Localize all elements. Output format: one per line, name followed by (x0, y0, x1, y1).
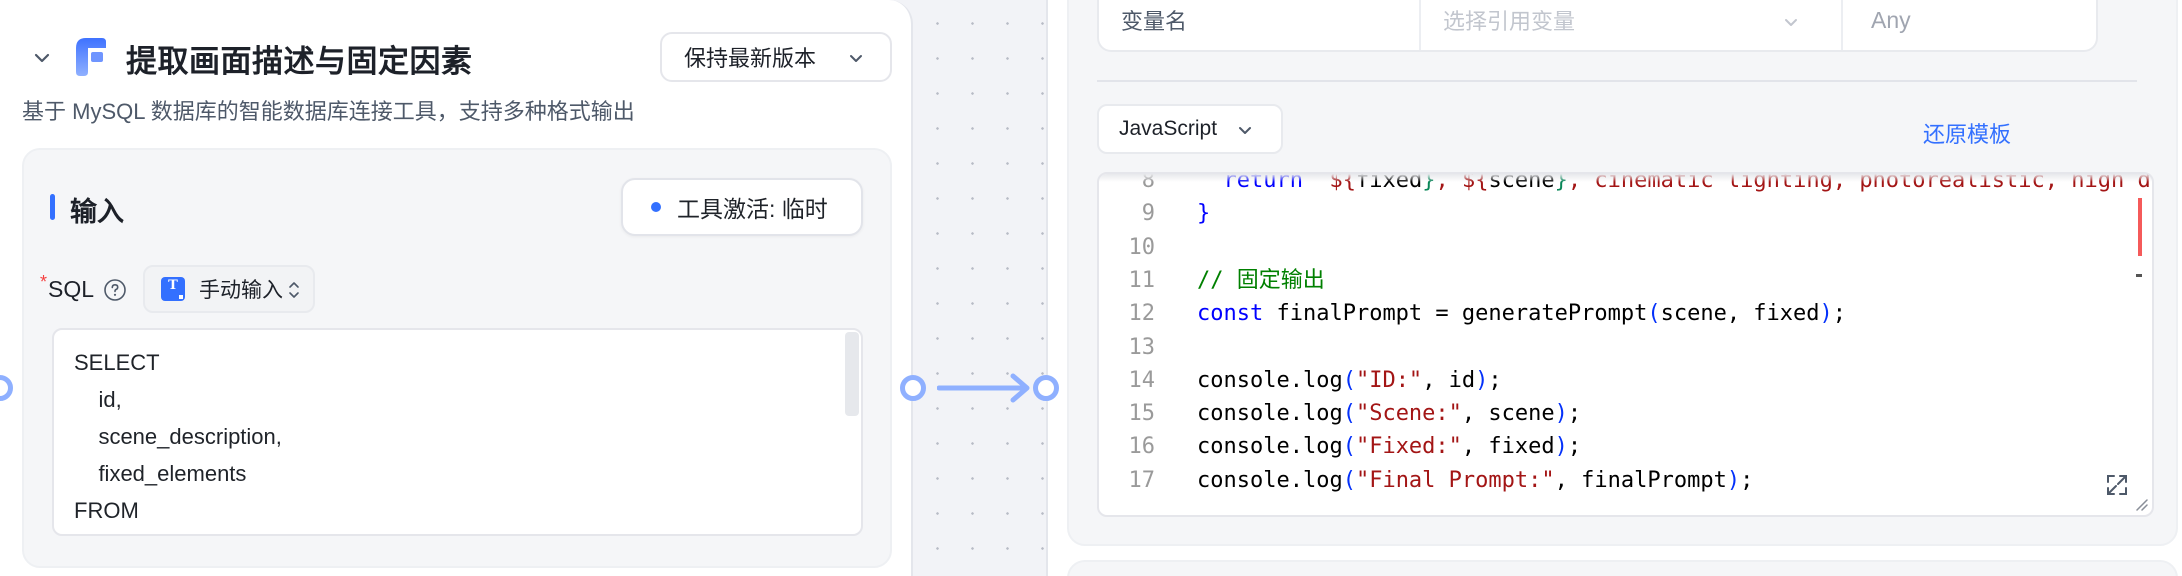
sql-textarea[interactable]: SELECT id, scene_description, fixed_elem… (52, 328, 863, 536)
code-line: 9} (1099, 197, 2152, 230)
text-T-icon: T (161, 277, 185, 301)
code-token: ) (1554, 401, 1568, 427)
input-mode-value: 手动输入 (199, 279, 283, 302)
variable-type-value: Any (1871, 6, 1911, 33)
code-token: "ID:" (1355, 367, 1423, 393)
code-token: ; (1740, 467, 1754, 493)
version-select-value: 保持最新版本 (684, 46, 817, 71)
line-number: 16 (1128, 434, 1156, 460)
line-number: 15 (1128, 401, 1156, 427)
code-token: ) (1475, 367, 1489, 393)
input-mode-select[interactable]: T 手动输入 (143, 265, 315, 313)
editor-cursor-marker (2136, 274, 2142, 277)
code-line: 11 // 固定输出 (1099, 264, 2152, 297)
code-token: , id (1422, 367, 1476, 393)
editor-top-shadow (1099, 174, 2152, 182)
node-title: 提取画面描述与固定因素 (126, 44, 473, 79)
tool-activation-badge[interactable]: 工具激活: 临时 (621, 178, 863, 236)
code-token: const (1197, 301, 1264, 327)
code-line: 16 console.log("Fixed:", fixed); (1099, 430, 2152, 463)
tool-node-sql[interactable]: 提取画面描述与固定因素 保持最新版本 基于 MySQL 数据库的智能数据库连接工… (0, 0, 913, 576)
section-accent-bar (50, 194, 55, 220)
code-token: "Final Prompt:" (1355, 467, 1555, 493)
code-token: , finalPrompt (1554, 467, 1727, 493)
connection-arrow-icon[interactable] (937, 370, 1037, 406)
resize-grip-icon[interactable] (2134, 497, 2148, 511)
code-token: ; (1488, 367, 1502, 393)
code-token: ) (1819, 301, 1833, 327)
code-token: scene, fixed (1660, 301, 1820, 327)
chevron-updown-icon (289, 282, 299, 298)
code-line: 17 console.log("Final Prompt:", finalProm… (1099, 464, 2152, 497)
code-token: console.log (1197, 434, 1343, 460)
code-token: ) (1726, 467, 1741, 493)
input-handle[interactable] (1033, 375, 1059, 401)
code-line: 14 console.log("ID:", id); (1099, 364, 2152, 397)
section-divider (1097, 80, 2137, 82)
code-token: ) (1554, 434, 1568, 460)
input-variable-row: 变量名 选择引用变量 Any (1097, 0, 2098, 52)
code-token: , scene (1461, 401, 1555, 427)
input-handle-left[interactable] (0, 375, 13, 401)
question-circle-icon[interactable] (103, 278, 127, 302)
code-line: 13 (1099, 331, 2152, 364)
line-number: 13 (1128, 334, 1156, 360)
code-token: ; (1567, 434, 1582, 460)
line-number: 14 (1128, 367, 1156, 393)
code-token: } (1197, 201, 1211, 227)
code-token: // 固定输出 (1197, 267, 1325, 293)
code-token: ; (1567, 401, 1582, 427)
chevron-down-icon (1239, 127, 1251, 134)
code-line: 15 console.log("Scene:", scene); (1099, 397, 2152, 430)
activation-badge-label: 工具激活: 临时 (677, 196, 828, 222)
line-number: 11 (1128, 267, 1156, 293)
code-token: finalPrompt = generatePrompt (1263, 301, 1648, 327)
code-token: ( (1342, 401, 1356, 427)
code-token: ( (1342, 367, 1356, 393)
expand-icon[interactable] (2106, 474, 2128, 496)
output-handle[interactable] (900, 375, 926, 401)
output-section-panel (1067, 560, 2178, 576)
version-select[interactable]: 保持最新版本 (660, 32, 892, 82)
required-mark: * (40, 272, 48, 292)
node-logo-icon (76, 38, 106, 76)
code-token: ( (1342, 434, 1356, 460)
restore-template-link[interactable]: 还原模板 (1923, 122, 2012, 147)
sql-scrollbar[interactable] (845, 332, 859, 416)
line-number: 17 (1128, 467, 1156, 493)
code-editor[interactable]: 8 return `${fixed}, ${scene}, cinematic … (1097, 172, 2154, 517)
input-section-title: 输入 (70, 197, 124, 227)
sql-line: SELECT (74, 350, 160, 375)
language-select[interactable]: JavaScript (1097, 104, 1283, 154)
editor-overview-ruler-marker[interactable] (2138, 198, 2142, 256)
code-token: ; (1832, 301, 1847, 327)
line-number: 12 (1128, 301, 1156, 327)
sql-line: fixed_elements (74, 461, 247, 486)
sql-field-label: *SQL (40, 272, 95, 302)
code-token: console.log (1197, 401, 1343, 427)
code-token: console.log (1197, 467, 1343, 493)
code-token: "Scene:" (1355, 401, 1462, 427)
line-number: 9 (1141, 201, 1155, 227)
code-line: 12 const finalPrompt = generatePrompt(sce… (1099, 297, 2152, 330)
language-select-value: JavaScript (1119, 117, 1218, 140)
sql-line: id, (74, 387, 122, 412)
node-description: 基于 MySQL 数据库的智能数据库连接工具，支持多种格式输出 (22, 99, 635, 124)
code-line: 10 (1099, 231, 2152, 264)
status-dot-icon (651, 202, 661, 212)
chevron-down-icon (1785, 19, 1797, 26)
chevron-down-icon[interactable] (30, 46, 54, 70)
code-token: , fixed (1461, 434, 1555, 460)
code-token: ( (1647, 301, 1661, 327)
sql-line: scene_description, (74, 424, 282, 449)
variable-reference-select[interactable]: 选择引用变量 (1421, 0, 1843, 50)
sql-line: FROM (74, 498, 139, 523)
code-token: "Fixed:" (1355, 434, 1462, 460)
code-token: ( (1342, 467, 1356, 493)
code-token: console.log (1197, 367, 1343, 393)
variable-reference-placeholder: 选择引用变量 (1443, 9, 1576, 34)
chevron-down-icon (850, 55, 862, 62)
variable-name-input[interactable]: 变量名 (1099, 0, 1421, 50)
line-number: 10 (1128, 234, 1156, 260)
